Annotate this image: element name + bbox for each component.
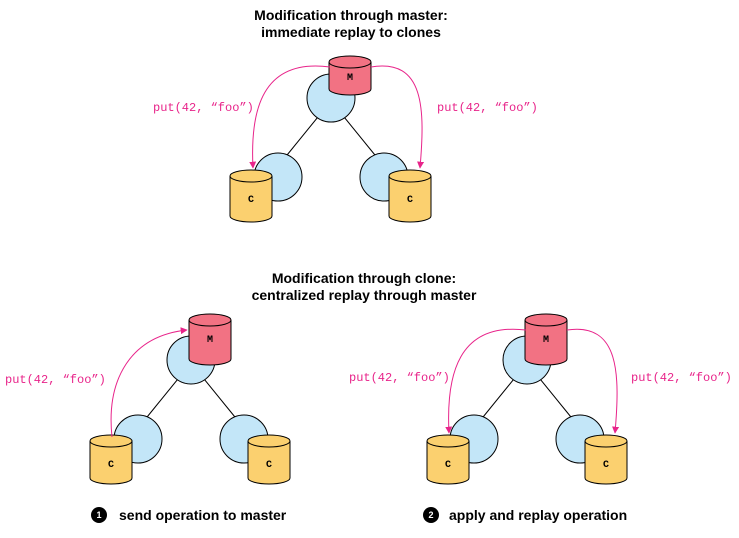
bottom-left-tree: M C C put(42, “foo”) 1 send operation to… [5, 313, 291, 523]
br-edge-left [478, 373, 519, 423]
bottom-heading-line1: Modification through clone: [272, 270, 456, 286]
br-master-database: M [524, 313, 568, 366]
top-master-database: M [328, 55, 372, 96]
bottom-right-tree: M C C put(42, “foo”) put(42, “foo”) 2 ap… [349, 313, 732, 523]
br-left-clone-label: C [445, 460, 451, 471]
bl-operation: put(42, “foo”) [5, 373, 106, 387]
br-operation-left: put(42, “foo”) [349, 371, 450, 385]
top-replay-arrow-left [249, 65, 331, 169]
top-right-clone-label: C [407, 195, 413, 206]
br-replay-arrow-left [445, 328, 527, 434]
step-1: 1 send operation to master [91, 507, 287, 523]
step-1-badge [91, 507, 107, 523]
br-right-clone-database: C [584, 434, 628, 485]
step-2-number: 2 [428, 510, 433, 520]
br-operation-right: put(42, “foo”) [631, 371, 732, 385]
top-master-label: M [347, 73, 353, 84]
top-left-clone-label: C [248, 195, 254, 206]
top-right-clone-database: C [388, 169, 432, 223]
bl-left-clone-database: C [89, 434, 133, 485]
step-2: 2 apply and replay operation [423, 507, 627, 523]
bl-right-clone-label: C [266, 460, 272, 471]
bottom-heading-line2: centralized replay through master [252, 287, 477, 303]
br-left-clone-database: C [426, 434, 470, 485]
bl-left-clone-label: C [108, 460, 114, 471]
top-section: Modification through master: immediate r… [153, 7, 538, 223]
top-heading-line2: immediate replay to clones [261, 24, 441, 40]
step-2-text: apply and replay operation [449, 507, 627, 523]
top-operation-left: put(42, “foo”) [153, 101, 254, 115]
bl-edge-left [142, 373, 183, 423]
bl-edge-right [199, 373, 240, 423]
br-right-clone-label: C [603, 460, 609, 471]
br-edge-right [535, 373, 576, 423]
top-operation-right: put(42, “foo”) [437, 101, 538, 115]
bl-right-clone-database: C [247, 434, 291, 485]
top-edge-right [339, 111, 380, 161]
bl-master-label: M [207, 335, 213, 346]
bl-master-database: M [188, 313, 232, 366]
top-heading-line1: Modification through master: [254, 7, 448, 23]
step-1-text: send operation to master [119, 507, 287, 523]
bl-send-arrow [110, 327, 188, 438]
bottom-section: Modification through clone: centralized … [5, 270, 732, 523]
step-1-number: 1 [96, 510, 101, 520]
top-left-clone-database: C [229, 169, 273, 223]
top-edge-left [282, 111, 323, 161]
br-master-label: M [543, 335, 549, 346]
br-replay-arrow-right [566, 328, 620, 434]
top-replay-arrow-right [370, 65, 425, 169]
step-2-badge [423, 507, 439, 523]
